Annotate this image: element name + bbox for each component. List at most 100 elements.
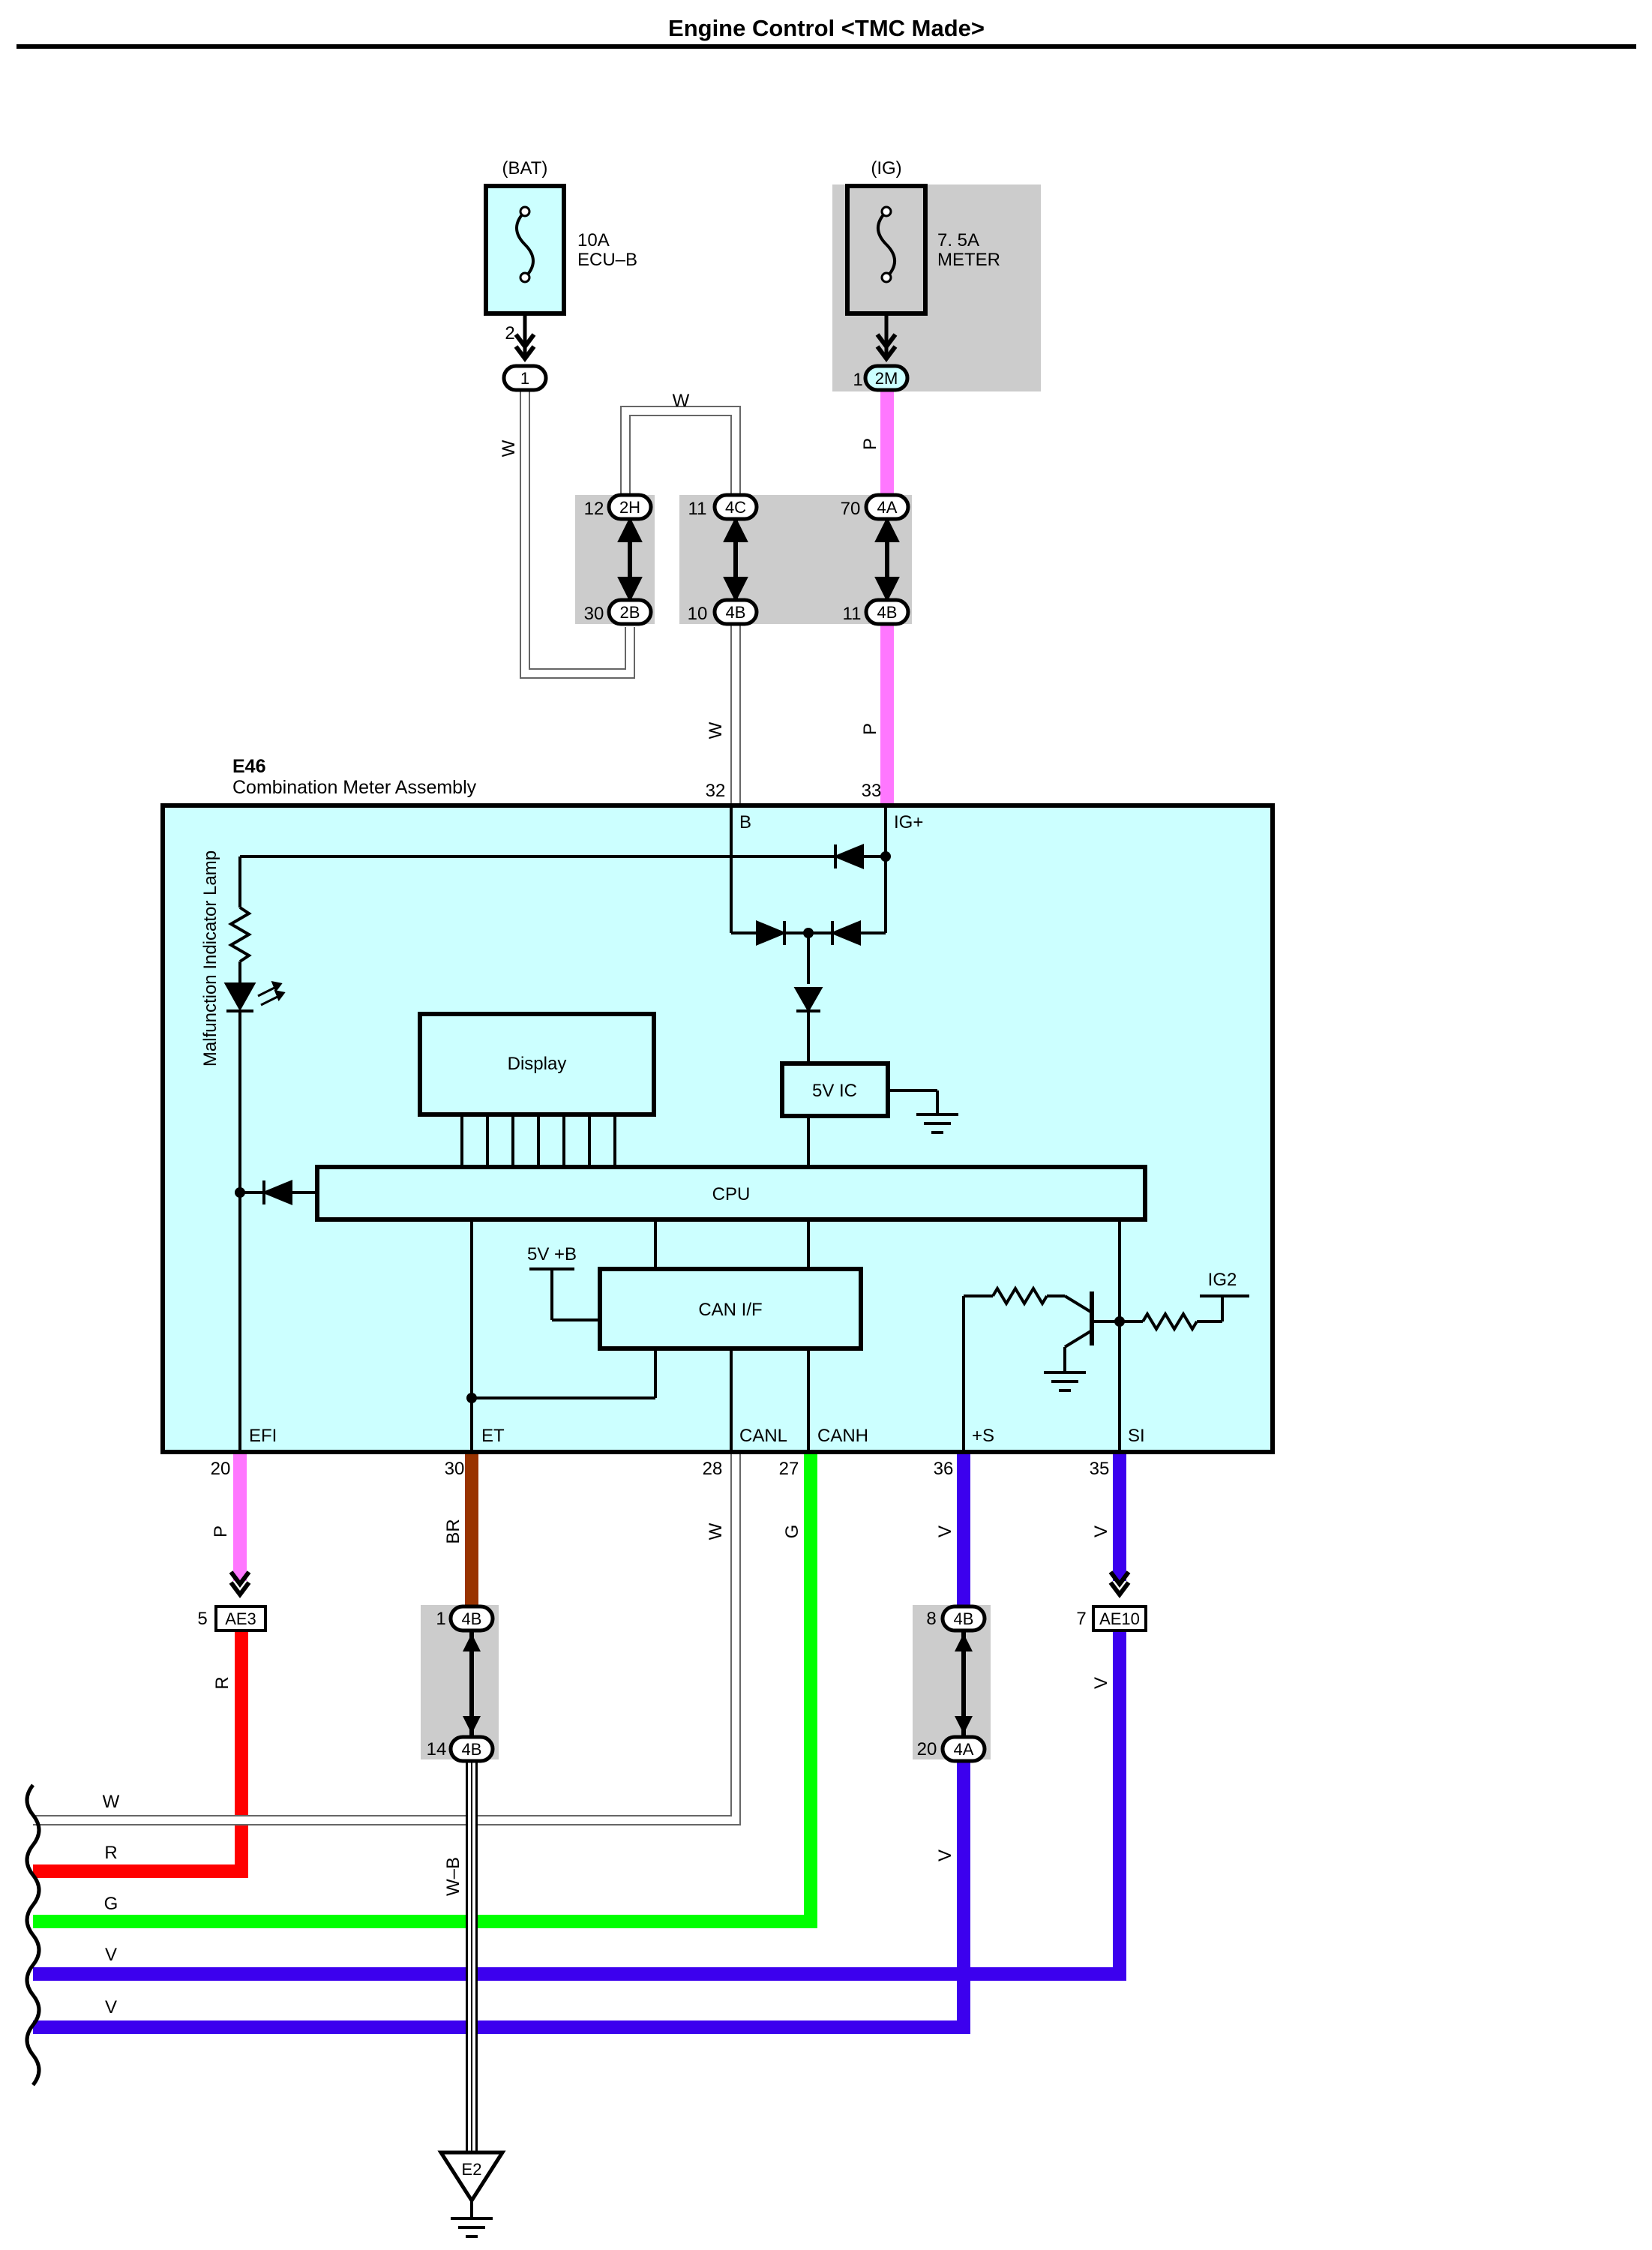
svg-text:5: 5 — [197, 1609, 207, 1629]
green-wire-canh — [33, 1452, 817, 1928]
svg-text:4B: 4B — [462, 1610, 482, 1628]
diodes — [223, 844, 864, 1205]
svg-text:CANL: CANL — [739, 1426, 787, 1446]
white-wire-canl — [33, 1452, 741, 1826]
bottom-wire-labels: W R G V V — [103, 1792, 120, 2018]
svg-text:R: R — [104, 1843, 117, 1863]
display-label: Display — [508, 1054, 567, 1074]
connector-4b-4a-pair: 4B 4A — [940, 1604, 987, 1763]
fuse-ig — [845, 184, 928, 362]
wire-color-labels-bottom: P BR W G V V R V W–B V — [211, 1519, 1111, 1896]
can-if-label: CAN I/F — [698, 1300, 762, 1320]
svg-text:W: W — [673, 391, 690, 411]
svg-text:AE10: AE10 — [1099, 1610, 1140, 1628]
combination-meter-box — [160, 803, 1275, 1454]
connector-ae10: AE10 — [1092, 1570, 1147, 1632]
svg-text:W: W — [706, 722, 726, 739]
svg-text:33: 33 — [862, 781, 882, 801]
connector-4b-pair: 4B 4B — [448, 1604, 495, 1763]
svg-text:4A: 4A — [877, 498, 898, 517]
svg-text:14: 14 — [427, 1739, 447, 1760]
ic-5v-label: 5V IC — [812, 1081, 857, 1101]
junction-connectors-top — [502, 364, 910, 626]
red-wire — [33, 1629, 248, 1878]
svg-text:B: B — [739, 812, 751, 832]
svg-text:36: 36 — [934, 1459, 954, 1479]
svg-text:28: 28 — [703, 1459, 723, 1479]
white-wire-bat-loop — [520, 390, 741, 679]
mil-label: Malfunction Indicator Lamp — [200, 850, 220, 1066]
svg-text:30: 30 — [584, 604, 604, 624]
fuse-bat-supply: (BAT) — [502, 158, 548, 178]
svg-text:P: P — [211, 1526, 231, 1538]
svg-text:1: 1 — [520, 369, 529, 388]
svg-text:20: 20 — [917, 1739, 937, 1760]
svg-text:32: 32 — [706, 781, 726, 801]
ground-e2: E2 — [437, 2150, 506, 2238]
svg-text:7: 7 — [1076, 1609, 1086, 1629]
svg-text:AE3: AE3 — [225, 1610, 256, 1628]
ic-5v-block — [780, 1061, 890, 1118]
svg-text:4B: 4B — [954, 1610, 974, 1628]
page-title: Engine Control <TMC Made> — [668, 15, 985, 41]
svg-text:2M: 2M — [875, 369, 898, 388]
svg-text:1: 1 — [853, 370, 862, 390]
svg-text:2: 2 — [505, 323, 514, 344]
svg-text:4B: 4B — [877, 603, 898, 622]
wire-color-labels-top: W W P W P — [499, 391, 880, 739]
fuse-bat-name: ECU–B — [577, 250, 637, 270]
svg-text:27: 27 — [779, 1459, 799, 1479]
can-if-block — [598, 1267, 863, 1351]
svg-text:BR: BR — [443, 1519, 463, 1544]
component-name: Combination Meter Assembly — [232, 777, 477, 798]
connector-links-top — [617, 517, 900, 602]
svg-text:30: 30 — [445, 1459, 465, 1479]
wire-break-marks — [25, 1784, 41, 2086]
junction-dots — [235, 851, 1125, 1403]
ig2-label: IG2 — [1208, 1270, 1237, 1290]
svg-text:4A: 4A — [954, 1740, 974, 1759]
pin-numbers-bottom: 20 30 28 27 36 35 5 1 14 8 20 7 — [197, 1459, 1109, 1760]
svg-text:P: P — [860, 723, 880, 735]
svg-text:V: V — [935, 1850, 955, 1862]
svg-text:R: R — [212, 1676, 232, 1689]
svg-text:11: 11 — [843, 604, 862, 624]
fuse-bat — [484, 184, 566, 362]
svg-text:4B: 4B — [726, 603, 746, 622]
svg-text:V: V — [105, 1997, 117, 2018]
connector-ae3: AE3 — [214, 1570, 267, 1632]
svg-text:G: G — [782, 1525, 802, 1539]
svg-text:V: V — [1091, 1677, 1111, 1689]
fuse-ig-name: METER — [937, 250, 1000, 270]
svg-text:8: 8 — [926, 1609, 936, 1629]
svg-text:70: 70 — [841, 499, 861, 519]
svg-text:V: V — [1091, 1526, 1111, 1538]
svg-text:V: V — [105, 1945, 117, 1965]
fuse-ig-rating: 7. 5A — [937, 230, 979, 250]
svg-text:+S: +S — [972, 1426, 994, 1446]
svg-text:4C: 4C — [725, 498, 746, 517]
component-code: E46 — [232, 756, 265, 777]
cpu-label: CPU — [712, 1184, 751, 1204]
svg-text:G: G — [104, 1894, 118, 1914]
svg-text:10: 10 — [688, 604, 708, 624]
supply-5v-label: 5V +B — [527, 1244, 577, 1264]
svg-text:W: W — [103, 1792, 120, 1812]
svg-text:4B: 4B — [462, 1740, 482, 1759]
violet-wire-si — [33, 1452, 1126, 1981]
svg-text:1: 1 — [436, 1609, 445, 1629]
ground-e2-label: E2 — [462, 2160, 482, 2179]
svg-text:W: W — [499, 440, 519, 457]
display-block — [418, 1012, 656, 1117]
pin-numbers-top: 2 1 12 30 11 10 70 11 32 33 — [505, 323, 881, 801]
svg-text:SI: SI — [1128, 1426, 1145, 1446]
terminal-names: B IG+ EFI ET CANL CANH +S SI — [249, 812, 1145, 1446]
svg-text:2B: 2B — [620, 603, 640, 622]
svg-text:20: 20 — [211, 1459, 231, 1479]
svg-text:CANH: CANH — [817, 1426, 868, 1446]
meter-internal-circuit — [228, 806, 1249, 1452]
connector-labels-top: 1 2M 2H 2B 4C 4B 4A 4B — [520, 369, 898, 622]
svg-text:IG+: IG+ — [894, 812, 923, 832]
svg-text:EFI: EFI — [249, 1426, 277, 1446]
